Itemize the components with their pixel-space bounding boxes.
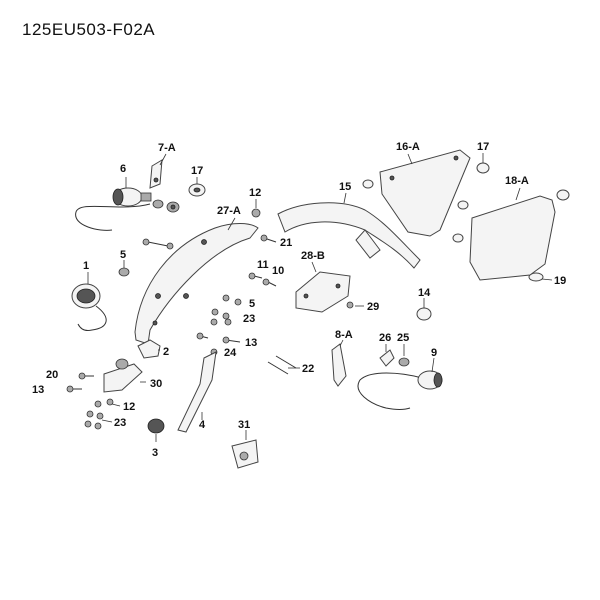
stay-4 [177, 351, 217, 433]
label-6: 6 [120, 163, 126, 175]
front-fender-15 [277, 192, 421, 269]
rear-fender-27a [134, 217, 259, 345]
label-1: 1 [83, 260, 89, 272]
label-4: 4 [199, 419, 206, 431]
reflector-3 [147, 418, 165, 442]
label-5b: 5 [249, 298, 255, 310]
label-2: 2 [163, 346, 169, 358]
label-20: 20 [46, 369, 58, 381]
label-5a: 5 [120, 249, 126, 261]
bulb-26-25 [379, 344, 410, 367]
label-29: 29 [367, 301, 379, 313]
hardware-12b-23b [84, 398, 121, 430]
label-13b: 13 [32, 384, 44, 396]
label-8a: 8-A [335, 329, 353, 341]
plate-31 [231, 430, 259, 469]
turn-signal-front-part [75, 177, 152, 231]
label-7a: 7-A [158, 142, 176, 154]
label-17b: 17 [477, 141, 489, 153]
washer-group [152, 199, 180, 213]
label-26: 26 [379, 332, 391, 344]
turn-signal-rear-9 [357, 357, 443, 410]
label-9: 9 [431, 347, 437, 359]
bracket-8a [331, 339, 347, 387]
label-19: 19 [554, 275, 566, 287]
side-cover-16a [379, 149, 471, 237]
label-17a: 17 [191, 165, 203, 177]
tail-lamp-1 [71, 272, 107, 331]
label-10: 10 [272, 265, 284, 277]
diagram-title: 125EU503-F02A [22, 20, 156, 39]
label-15: 15 [339, 181, 351, 193]
bracket-28b [295, 261, 351, 313]
label-11: 11 [257, 259, 269, 271]
side-cover-18a [469, 187, 556, 281]
label-22: 22 [302, 363, 314, 375]
license-bracket-30 [66, 358, 146, 393]
bolt-fender [142, 238, 174, 250]
rods-22 [267, 355, 300, 375]
label-18a: 18-A [505, 175, 529, 187]
label-23a: 23 [243, 313, 255, 325]
label-24: 24 [224, 347, 237, 359]
nut-12a [251, 199, 261, 218]
grommet-17a [188, 177, 206, 197]
bracket-2 [137, 339, 161, 359]
label-3: 3 [152, 447, 158, 459]
washer-5a [118, 260, 130, 277]
grommet-set [362, 179, 570, 282]
label-25: 25 [397, 332, 409, 344]
label-28b: 28-B [301, 250, 325, 262]
label-23b: 23 [114, 417, 126, 429]
hardware-5b-23a [210, 294, 242, 326]
label-12a: 12 [249, 187, 261, 199]
label-12b: 12 [123, 401, 135, 413]
bracket-7a [149, 153, 167, 189]
label-14: 14 [418, 287, 431, 299]
label-13a: 13 [245, 337, 257, 349]
bolts-11-10 [248, 272, 277, 287]
screw-29 [346, 301, 364, 309]
grommet-17b [476, 153, 490, 174]
label-16a: 16-A [396, 141, 420, 153]
label-27a: 27-A [217, 205, 241, 217]
bolt-21 [260, 234, 277, 243]
cap-14 [416, 298, 432, 321]
label-21: 21 [280, 237, 292, 249]
label-31: 31 [238, 419, 250, 431]
label-30: 30 [150, 378, 162, 390]
